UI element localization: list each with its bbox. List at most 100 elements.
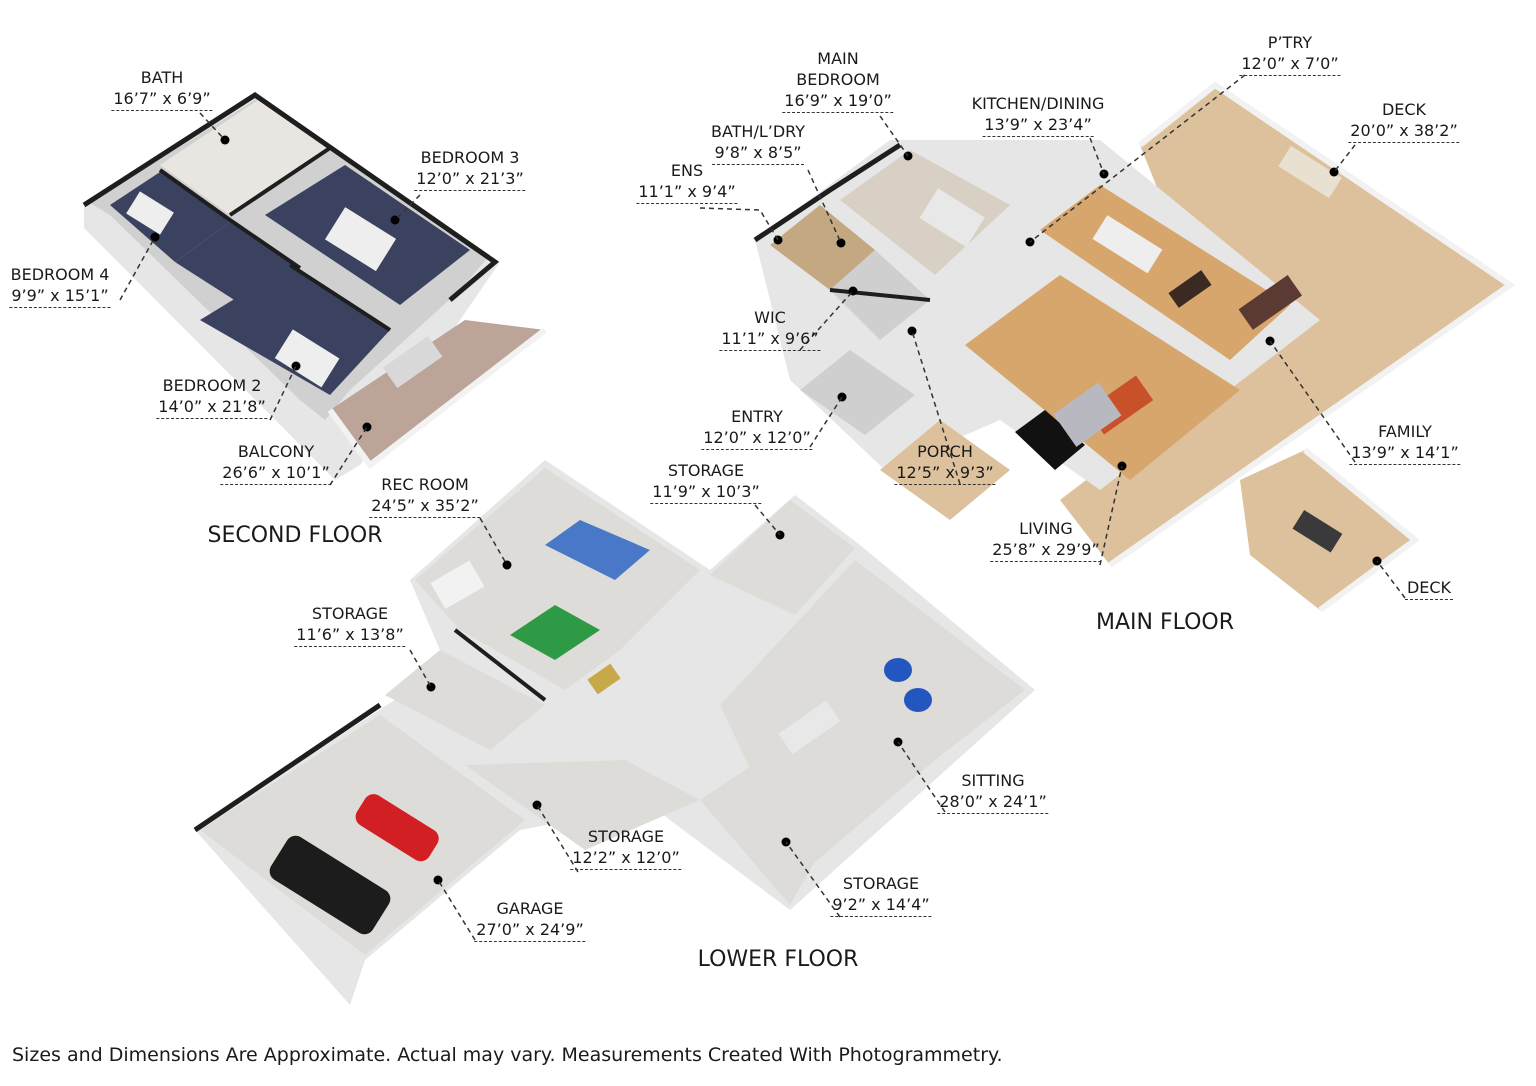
leader-bath2 (199, 112, 226, 141)
room-name: BEDROOM 3 (420, 148, 520, 167)
beanbag-icon (904, 688, 932, 712)
room-dimensions: 26’6” x 10’1” (220, 462, 332, 485)
room-name: PORCH (917, 442, 973, 461)
leader-deck-bottom (1376, 560, 1406, 599)
bed-icon (919, 188, 985, 248)
room-label-bath2: BATH 16’7” x 6’9” (111, 67, 213, 111)
foosball-icon (587, 663, 621, 695)
room-name: LIVING (1019, 519, 1073, 538)
sofa-icon (778, 700, 841, 755)
room-dimensions: 20’0” x 38’2” (1348, 120, 1460, 143)
room-name: REC ROOM (381, 475, 469, 494)
room-name: ENS (670, 161, 704, 180)
room-label-bath-laundry: BATH/L’DRY 9’8” x 8’5” (711, 121, 805, 165)
rug-icon (1053, 382, 1122, 447)
room-name: BEDROOM (796, 70, 880, 89)
room-name: BEDROOM 4 (10, 265, 110, 284)
room-label-porch: PORCH 12’5” x 9’3” (894, 441, 996, 485)
leader-lines (119, 74, 1406, 941)
room-dimensions: 16’9” x 19’0” (782, 90, 894, 113)
ping-pong-table-icon (545, 520, 650, 580)
room-dimensions: 27’0” x 24’9” (474, 919, 586, 942)
room-label-rec-room: REC ROOM 24’5” x 35’2” (369, 474, 481, 518)
room-name: KITCHEN/DINING (971, 94, 1105, 113)
leader-storage-c (536, 804, 579, 873)
room-name: STORAGE (842, 874, 920, 893)
marker-storage-b (426, 682, 436, 692)
room-label-balcony: BALCONY 26’6” x 10’1” (220, 441, 332, 485)
marker-entry (837, 392, 847, 402)
bedroom2-floor (200, 265, 390, 395)
balcony-floor (330, 320, 545, 465)
room-name: DECK (1381, 100, 1427, 119)
sitting-floor (720, 560, 1025, 875)
room-dimensions: 12’0” x 21’3” (414, 168, 526, 191)
entry-floor (800, 350, 915, 435)
bath-floor (160, 100, 330, 215)
bed-icon (126, 191, 174, 235)
room-dimensions: 9’8” x 8’5” (712, 142, 804, 165)
black-suv-icon (269, 835, 391, 935)
room-name: STORAGE (667, 461, 745, 480)
room-name: P’TRY (1267, 33, 1313, 52)
room-dimensions: 12’5” x 9’3” (894, 462, 996, 485)
room-name: BATH (140, 68, 184, 87)
room-label-living: LIVING 25’8” x 29’9” (990, 518, 1102, 562)
leader-living (1099, 465, 1123, 566)
room-dimensions: 11’6” x 13’8” (294, 624, 406, 647)
room-label-deck-bottom: DECK (1404, 577, 1454, 600)
second-floor-walls (82, 91, 500, 302)
marker-storage-c (532, 800, 542, 810)
room-label-family: FAMILY 13’9” x 14’1” (1349, 421, 1461, 465)
room-name: STORAGE (587, 827, 665, 846)
room-label-bedroom3: BEDROOM 3 12’0” x 21’3” (414, 147, 526, 191)
beanbag-icon (884, 658, 912, 682)
leader-bedroom3 (394, 194, 421, 221)
pool-table-icon (510, 605, 600, 660)
red-car-icon (355, 794, 439, 862)
room-dimensions: 13’9” x 14’1” (1349, 442, 1461, 465)
main-floor-inner-walls (829, 288, 931, 302)
bed-icon (274, 329, 340, 388)
wall-2 (288, 263, 392, 332)
room-label-ens: ENS 11’1” x 9’4” (636, 160, 738, 204)
outdoor-sofa-icon (1278, 145, 1342, 199)
room-name: MAIN (817, 49, 859, 68)
room-label-bedroom4: BEDROOM 4 9’9” x 15’1” (9, 264, 111, 308)
wall-1 (228, 146, 332, 217)
room-dimensions: 24’5” x 35’2” (369, 495, 481, 518)
storage-a-floor (710, 500, 855, 615)
leader-ens (699, 207, 779, 241)
porch-floor (880, 420, 1010, 520)
ens-floor (770, 205, 875, 290)
lower-floor-title: LOWER FLOOR (697, 947, 859, 972)
room-dimensions: 9’9” x 15’1” (9, 285, 111, 308)
room-label-pantry: P’TRY 12’0” x 7’0” (1239, 32, 1341, 76)
fireplace (1015, 410, 1085, 470)
room-dimensions: 12’2” x 12’0” (570, 847, 682, 870)
leader-bedroom2 (269, 365, 297, 421)
marker-ens (773, 235, 783, 245)
room-dimensions: 12’0” x 12’0” (701, 427, 813, 450)
leader-storage-d (785, 841, 841, 918)
room-dimensions: 25’8” x 29’9” (990, 539, 1102, 562)
marker-garage (433, 875, 443, 885)
room-dimensions: 11’9” x 10’3” (650, 481, 762, 504)
leader-kitchen (1089, 137, 1105, 175)
room-name: SITTING (961, 771, 1025, 790)
room-label-sitting: SITTING 28’0” x 24’1” (937, 770, 1049, 814)
second-floor-inner-walls (158, 168, 302, 270)
room-name: WIC (754, 308, 786, 327)
second-floor-title: SECOND FLOOR (207, 523, 383, 548)
room-label-main-bedroom: MAIN BEDROOM 16’9” x 19’0” (782, 48, 894, 113)
leader-deck-top (1333, 144, 1356, 173)
marker-bedroom2 (291, 361, 301, 371)
marker-bedroom3 (390, 215, 400, 225)
room-name: GARAGE (496, 899, 564, 918)
balcony-railing (327, 327, 547, 470)
room-name: FAMILY (1378, 422, 1432, 441)
rec-room-floor (415, 468, 700, 690)
marker-bath-laundry (836, 238, 846, 248)
second-floor-plan (82, 91, 547, 480)
bed-icon (325, 207, 397, 272)
